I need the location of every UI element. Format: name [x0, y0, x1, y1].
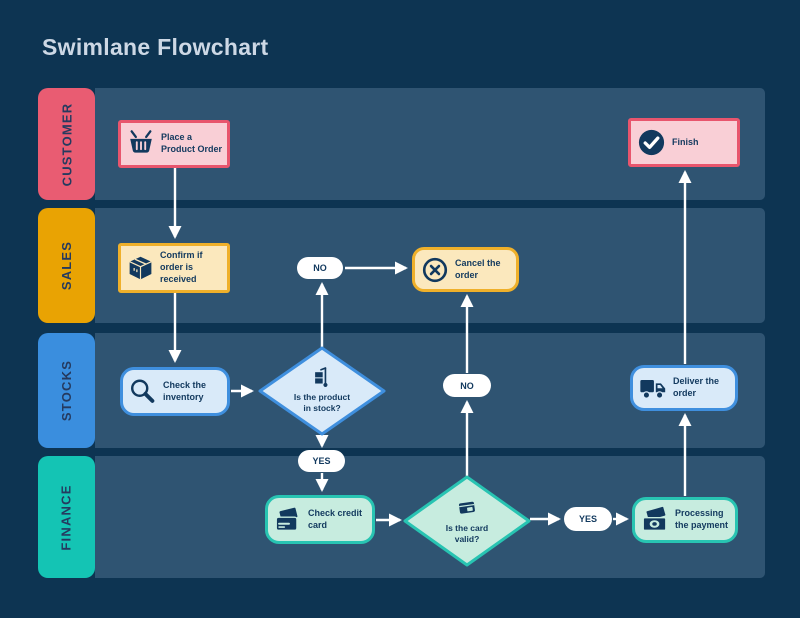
credit-card-icon — [273, 505, 303, 535]
lane-label-stocks: STOCKS — [59, 359, 75, 422]
lane-tab-sales[interactable]: SALES — [38, 208, 95, 323]
node-label: Cancel the order — [455, 257, 501, 280]
node-cancel-order[interactable]: Cancel the order — [412, 247, 519, 292]
truck-icon — [638, 373, 668, 403]
check-circle-icon — [636, 127, 667, 158]
node-label: Check credit card — [308, 507, 363, 530]
lane-label-sales: SALES — [59, 240, 74, 291]
node-label: Place a Product Order — [161, 132, 223, 154]
decision-product-in-stock[interactable] — [258, 346, 386, 436]
node-check-inventory[interactable]: Check the inventory — [120, 367, 230, 416]
cancel-icon — [420, 255, 450, 285]
node-place-order[interactable]: Place a Product Order — [118, 120, 230, 168]
node-deliver-order[interactable]: Deliver the order — [630, 365, 738, 411]
page-title: Swimlane Flowchart — [42, 34, 269, 60]
node-check-credit-card[interactable]: Check credit card — [265, 495, 375, 544]
node-finish[interactable]: Finish — [628, 118, 740, 167]
node-confirm-order[interactable]: Confirm if order is received — [118, 243, 230, 293]
edge-label-yes-card[interactable]: YES — [564, 507, 612, 531]
edge-label-no-stock[interactable]: NO — [297, 257, 343, 279]
lane-tab-finance[interactable]: FINANCE — [38, 456, 95, 578]
decision-card-valid[interactable] — [403, 475, 531, 567]
lane-tab-stocks[interactable]: STOCKS — [38, 333, 95, 448]
node-label: Deliver the order — [673, 376, 720, 398]
package-icon — [126, 254, 155, 283]
node-label: Finish — [672, 136, 699, 147]
magnifier-icon — [128, 377, 158, 407]
basket-icon — [126, 129, 156, 159]
edge-label-no-card[interactable]: NO — [443, 374, 491, 397]
node-label: Confirm if order is received — [160, 250, 203, 284]
lane-label-finance: FINANCE — [59, 483, 74, 551]
node-processing-payment[interactable]: Processing the payment — [632, 497, 738, 543]
node-label: Processing the payment — [675, 508, 729, 530]
node-label: Check the inventory — [163, 379, 207, 402]
lane-label-customer: CUSTOMER — [59, 102, 75, 186]
edge-label-yes-stock[interactable]: YES — [298, 450, 345, 472]
money-icon — [640, 505, 670, 535]
lane-tab-customer[interactable]: CUSTOMER — [38, 88, 95, 200]
